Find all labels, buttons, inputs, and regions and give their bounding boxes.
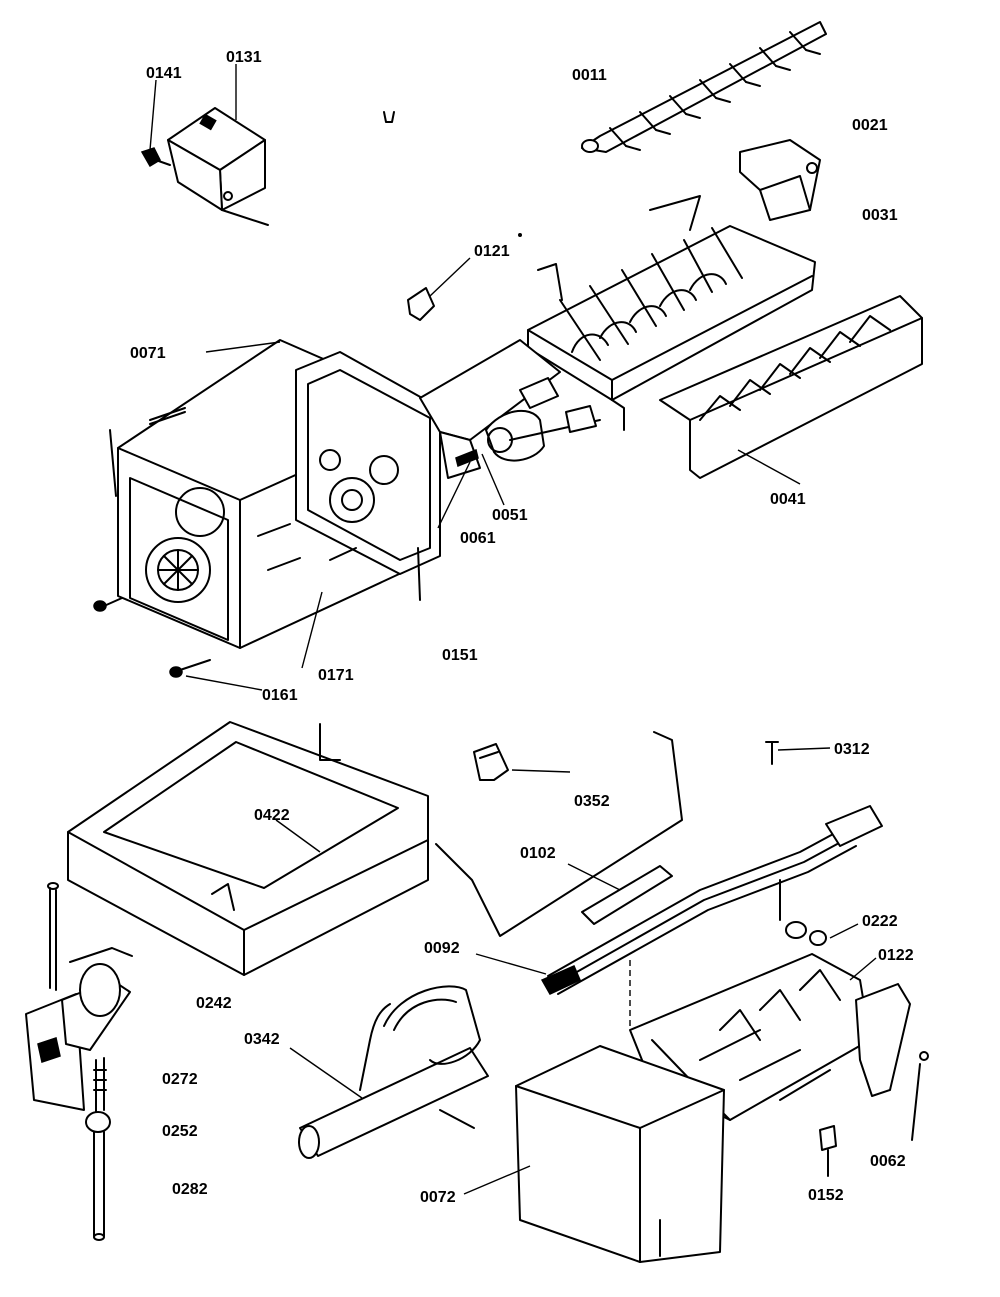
part-0121-clip (407, 287, 435, 321)
label-0282: 0282 (172, 1181, 208, 1198)
part-0282-tube (85, 1111, 111, 1241)
label-0312: 0312 (834, 741, 870, 758)
label-0342: 0342 (244, 1031, 280, 1048)
part-0141-screw (140, 147, 171, 168)
label-0021: 0021 (852, 117, 888, 134)
label-0102: 0102 (520, 845, 556, 862)
part-0312-screw (765, 741, 779, 765)
label-0061: 0061 (460, 530, 496, 547)
part-0171-screw (257, 523, 357, 571)
label-0141: 0141 (146, 65, 182, 82)
part-0422-ice-bin (67, 721, 429, 976)
part-0092-harness (540, 805, 883, 995)
part-0062-screw (911, 1051, 929, 1141)
label-0071: 0071 (130, 345, 166, 362)
label-0011: 0011 (572, 67, 607, 84)
part-0131-cover (167, 107, 269, 226)
part-0041-shroud (659, 295, 923, 479)
label-0151: 0151 (442, 647, 478, 664)
label-0422: 0422 (254, 807, 290, 824)
part-0151-screw (417, 547, 421, 601)
part-0061-switch (455, 448, 479, 468)
part-0051-motor (419, 233, 601, 479)
label-0161: 0161 (262, 687, 298, 704)
label-0171: 0171 (318, 667, 354, 684)
label-0072: 0072 (420, 1189, 456, 1206)
label-0131: 0131 (226, 49, 262, 66)
label-0222: 0222 (862, 913, 898, 930)
part-0011-ejector (581, 21, 827, 153)
label-0051: 0051 (492, 507, 528, 524)
part-0102-wire (435, 731, 683, 937)
label-0121: 0121 (474, 243, 510, 260)
label-0252: 0252 (162, 1123, 198, 1140)
part-0342-fill-tube (298, 985, 489, 1159)
part-0352-clip (473, 743, 509, 781)
part-0272-valve (25, 882, 133, 1111)
label-0352: 0352 (574, 793, 610, 810)
label-0272: 0272 (162, 1071, 198, 1088)
label-0031: 0031 (862, 207, 898, 224)
part-0222-grommet (779, 879, 827, 946)
label-0062: 0062 (870, 1153, 906, 1170)
part-0152-screw (819, 1125, 837, 1177)
part-0161-screw (93, 597, 211, 678)
part-0021-bearing (739, 139, 821, 221)
part-0071-housing (109, 339, 441, 649)
part-0031-mold (527, 195, 816, 431)
label-0152: 0152 (808, 1187, 844, 1204)
part-0072-front-cover (515, 1045, 725, 1263)
label-0242: 0242 (196, 995, 232, 1012)
label-0041: 0041 (770, 491, 806, 508)
label-0122: 0122 (878, 947, 914, 964)
part-0252-nut (93, 1057, 107, 1113)
label-0092: 0092 (424, 940, 460, 957)
